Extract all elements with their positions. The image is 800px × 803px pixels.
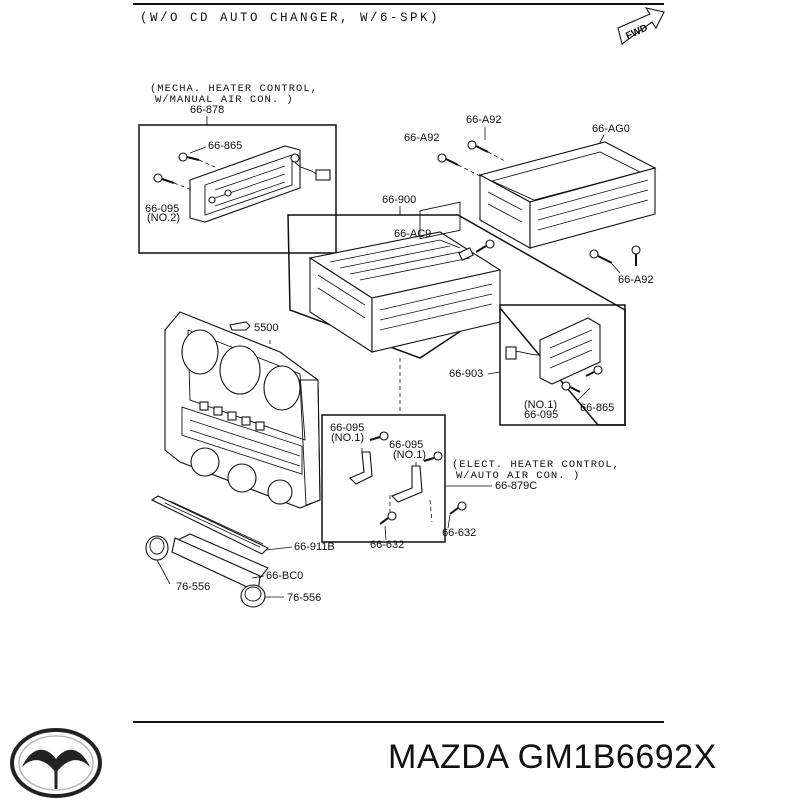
screw-66-A92-a — [437, 153, 459, 166]
footer-brand-line: MAZDA GM1B6692X — [388, 738, 717, 777]
label-66-AG0: 66-AG0 — [592, 123, 630, 135]
pointer-hand-icon — [229, 321, 251, 331]
label-76-556-a: 76-556 — [176, 581, 210, 593]
label-66-BC0: 66-BC0 — [266, 570, 303, 582]
label-66-A92-c: 66-A92 — [618, 274, 653, 286]
mazda-logo-icon — [10, 728, 102, 798]
label-66-632-a: 66-632 — [370, 539, 404, 551]
label-66-865-right: 66-865 — [580, 402, 614, 414]
label-66-879C: 66-879C — [495, 480, 537, 492]
bezel-5500 — [164, 311, 321, 509]
elect-note-line1: (ELECT. HEATER CONTROL, — [452, 459, 620, 471]
screw-66-632-b — [449, 501, 467, 515]
screw-66-095-right — [561, 381, 581, 393]
label-no2: (NO.2) — [147, 212, 180, 224]
screw-66-632-a — [379, 511, 397, 525]
label-66-A92-a: 66-A92 — [404, 132, 439, 144]
label-76-556-b: 76-556 — [287, 592, 321, 604]
label-no1-right: (NO.1) — [524, 399, 557, 411]
radio-unit-66-900 — [308, 201, 502, 354]
knob-76-556-a — [145, 535, 169, 561]
label-66-632-b: 66-632 — [442, 527, 476, 539]
footer-part-number: GM1B6692X — [517, 738, 717, 776]
label-66-A92-b: 66-A92 — [466, 114, 501, 126]
footer-brand: MAZDA — [388, 738, 508, 776]
clip-66-AC9 — [458, 239, 495, 261]
label-no1-mid1: (NO.1) — [331, 432, 364, 444]
unit-66-AG0 — [478, 141, 657, 249]
mecha-note-line1: (MECHA. HEATER CONTROL, — [150, 83, 318, 95]
label-66-903: 66-903 — [449, 368, 483, 380]
screw-66-865-right — [585, 365, 603, 377]
bracket-66-879C — [349, 451, 423, 503]
label-66-911B: 66-911B — [294, 541, 335, 553]
screw-66-095-no2 — [153, 173, 175, 184]
label-66-095-right: 66-095 — [524, 409, 558, 421]
fwd-arrow-icon: FWD — [617, 7, 665, 45]
panel-66-BC0 — [171, 533, 269, 593]
screw-66-A92-b — [467, 140, 489, 153]
label-66-878: 66-878 — [190, 104, 224, 116]
screw-66-095-mid1 — [369, 431, 389, 441]
label-66-095-no2: 66-095 — [145, 203, 179, 215]
footer-rule — [133, 721, 664, 723]
label-66-865-top: 66-865 — [208, 140, 242, 152]
screw-66-A92-c — [589, 245, 641, 266]
subbox-66-903 — [499, 304, 626, 426]
label-66-900: 66-900 — [382, 194, 416, 206]
elect-control-box — [321, 414, 446, 543]
label-66-095-mid1: 66-095 — [330, 422, 364, 434]
mecha-control-box — [138, 124, 337, 254]
label-no1-mid2: (NO.1) — [393, 449, 426, 461]
elect-note-line2: W/AUTO AIR CON. ) — [456, 470, 580, 482]
label-66-095-mid2: 66-095 — [389, 439, 423, 451]
mecha-note-line2: W/MANUAL AIR CON. ) — [155, 94, 294, 106]
mecha-control-bracket — [189, 145, 331, 223]
label-5500: 5500 — [254, 322, 278, 334]
header-title: (W/O CD AUTO CHANGER, W/6-SPK) — [140, 11, 440, 25]
bracket-66-903 — [505, 317, 601, 385]
label-66-AC9: 66-AC9 — [394, 228, 431, 240]
trim-strip-66-911B — [150, 495, 269, 555]
knob-76-556-b — [240, 584, 266, 608]
screw-66-865-top — [178, 152, 200, 162]
screw-66-095-mid2 — [423, 451, 443, 462]
